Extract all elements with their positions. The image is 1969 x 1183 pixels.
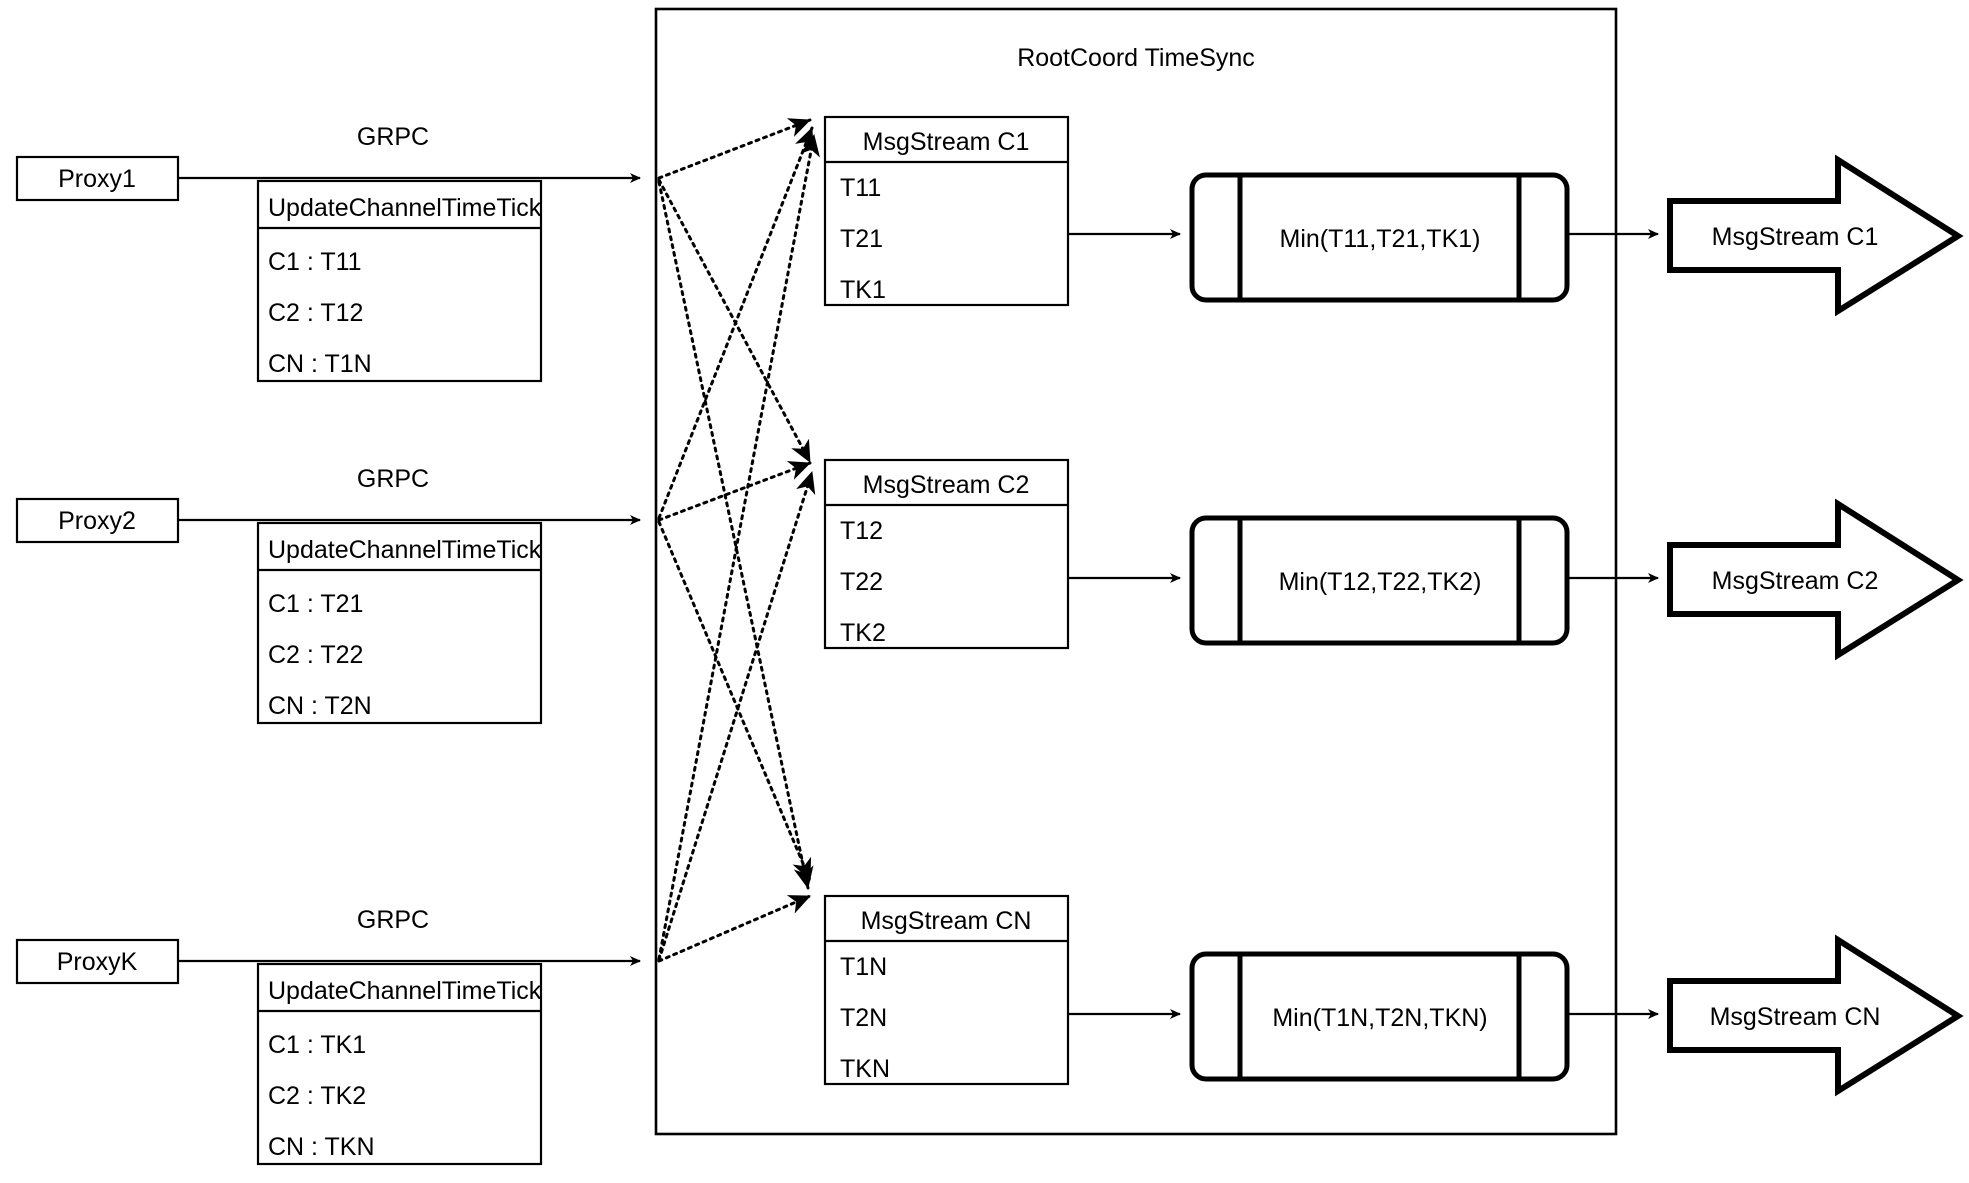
- fanout-pk-c1: [657, 133, 820, 961]
- min-process-label-2: Min(T12,T22,TK2): [1279, 568, 1482, 596]
- request-card-row-3-1: C2 : TK2: [268, 1082, 366, 1110]
- msgstream-card-box-2: [823, 458, 1070, 650]
- proxy-box-1[interactable]: [15, 155, 180, 202]
- msgstream-card-row-1-1: T21: [840, 225, 883, 253]
- min-process-outline-3: [1189, 951, 1570, 1082]
- request-card-row-3-2: CN : TKN: [268, 1133, 375, 1161]
- request-card-header-3: UpdateChannelTimeTick: [268, 977, 542, 1005]
- msgstream-card-row-1-0: T11: [840, 174, 881, 202]
- fanout-p1-cn: [657, 180, 814, 890]
- update-channel-timetick-card-1: UpdateChannelTimeTick C1 : T11 C2 : T12 …: [256, 179, 543, 383]
- proxy-row-1: Proxy1 GRPC UpdateChannelTimeTick C1 : T…: [15, 123, 641, 383]
- timetick-fanout-connectors: [657, 118, 820, 963]
- msgstream-card-row-2-0: T12: [840, 517, 883, 545]
- fanout-p2-c1: [657, 126, 814, 520]
- request-card-row-1-0: C1 : T11: [268, 248, 362, 276]
- msgstream-card-row-1-2: TK1: [840, 276, 886, 304]
- grpc-link-label-3: GRPC: [357, 906, 429, 934]
- proxy-row-2: Proxy2 GRPC UpdateChannelTimeTick C1 : T…: [15, 465, 641, 725]
- proxy-label-1: Proxy1: [58, 165, 136, 193]
- request-card-box-3: [256, 962, 543, 1166]
- request-card-header-1: UpdateChannelTimeTick: [268, 194, 542, 222]
- output-arrow-shape-1: [1667, 154, 1964, 317]
- output-arrow-label-3: MsgStream CN: [1710, 1003, 1881, 1031]
- min-process-box-3: Min(T1N,T2N,TKN): [1189, 951, 1570, 1082]
- update-channel-timetick-card-3: UpdateChannelTimeTick C1 : TK1 C2 : TK2 …: [256, 962, 543, 1166]
- fanout-p2-cn: [657, 520, 812, 882]
- grpc-link-label-1: GRPC: [357, 123, 429, 151]
- msgstream-card-header-3: MsgStream CN: [861, 907, 1032, 935]
- output-arrow-shape-3: [1667, 934, 1964, 1097]
- output-block-arrow-2: MsgStream C2: [1667, 498, 1964, 661]
- proxy-label-3: ProxyK: [57, 948, 138, 976]
- msgstream-card-row-2-1: T22: [840, 568, 883, 596]
- proxy-label-2: Proxy2: [58, 507, 136, 535]
- msgstream-card-box-3: [823, 894, 1070, 1086]
- output-block-arrow-1: MsgStream C1: [1667, 154, 1964, 317]
- request-card-box-1: [256, 179, 543, 383]
- container-border: [654, 7, 1618, 1136]
- request-card-row-1-1: C2 : T12: [268, 299, 363, 327]
- request-card-row-1-2: CN : T1N: [268, 350, 372, 378]
- proxy-box-2[interactable]: [15, 497, 180, 544]
- request-card-row-2-1: C2 : T22: [268, 641, 363, 669]
- fanout-pk-cn: [657, 894, 812, 963]
- fanout-pk-c2: [657, 470, 816, 962]
- output-arrow-shape-2: [1667, 498, 1964, 661]
- fanout-p1-c2: [657, 178, 812, 464]
- msgstream-card-header-1: MsgStream C1: [863, 128, 1030, 156]
- fanout-p2-c2: [657, 461, 812, 522]
- output-block-arrow-3: MsgStream CN: [1667, 934, 1964, 1097]
- min-process-outline-1: [1189, 172, 1570, 303]
- msgstream-card-row-2-2: TK2: [840, 619, 886, 647]
- msgstream-card-header-2: MsgStream C2: [863, 471, 1030, 499]
- fanout-p1-c1: [657, 118, 812, 180]
- grpc-link-label-2: GRPC: [357, 465, 429, 493]
- msgstream-card-row-3-0: T1N: [840, 953, 887, 981]
- channel-block-2: MsgStream C2 T12 T22 TK2 Min(T12,T22,TK2…: [823, 458, 1964, 661]
- msgstream-card-row-3-2: TKN: [840, 1055, 890, 1083]
- proxy-row-3: ProxyK GRPC UpdateChannelTimeTick C1 : T…: [15, 906, 641, 1166]
- msgstream-card-box-1: [823, 115, 1070, 307]
- request-card-header-2: UpdateChannelTimeTick: [268, 536, 542, 564]
- update-channel-timetick-card-2: UpdateChannelTimeTick C1 : T21 C2 : T22 …: [256, 521, 543, 725]
- min-process-outline-2: [1189, 515, 1570, 646]
- msgstream-card-row-3-1: T2N: [840, 1004, 887, 1032]
- channel-block-1: MsgStream C1 T11 T21 TK1 Min(T11,T21,TK1…: [823, 115, 1964, 317]
- min-process-label-3: Min(T1N,T2N,TKN): [1272, 1004, 1487, 1032]
- request-card-row-2-0: C1 : T21: [268, 590, 363, 618]
- min-process-box-2: Min(T12,T22,TK2): [1189, 515, 1570, 646]
- output-arrow-label-2: MsgStream C2: [1712, 567, 1879, 595]
- rootcoord-timesync-container: RootCoord TimeSync: [654, 7, 1618, 1136]
- request-card-row-3-0: C1 : TK1: [268, 1031, 366, 1059]
- proxy-box-3[interactable]: [15, 938, 180, 985]
- output-arrow-label-1: MsgStream C1: [1712, 223, 1879, 251]
- min-process-label-1: Min(T11,T21,TK1): [1280, 225, 1481, 253]
- min-process-box-1: Min(T11,T21,TK1): [1189, 172, 1570, 303]
- channel-block-3: MsgStream CN T1N T2N TKN Min(T1N,T2N,TKN…: [823, 894, 1964, 1097]
- request-card-box-2: [256, 521, 543, 725]
- container-title: RootCoord TimeSync: [1017, 44, 1255, 72]
- request-card-row-2-2: CN : T2N: [268, 692, 372, 720]
